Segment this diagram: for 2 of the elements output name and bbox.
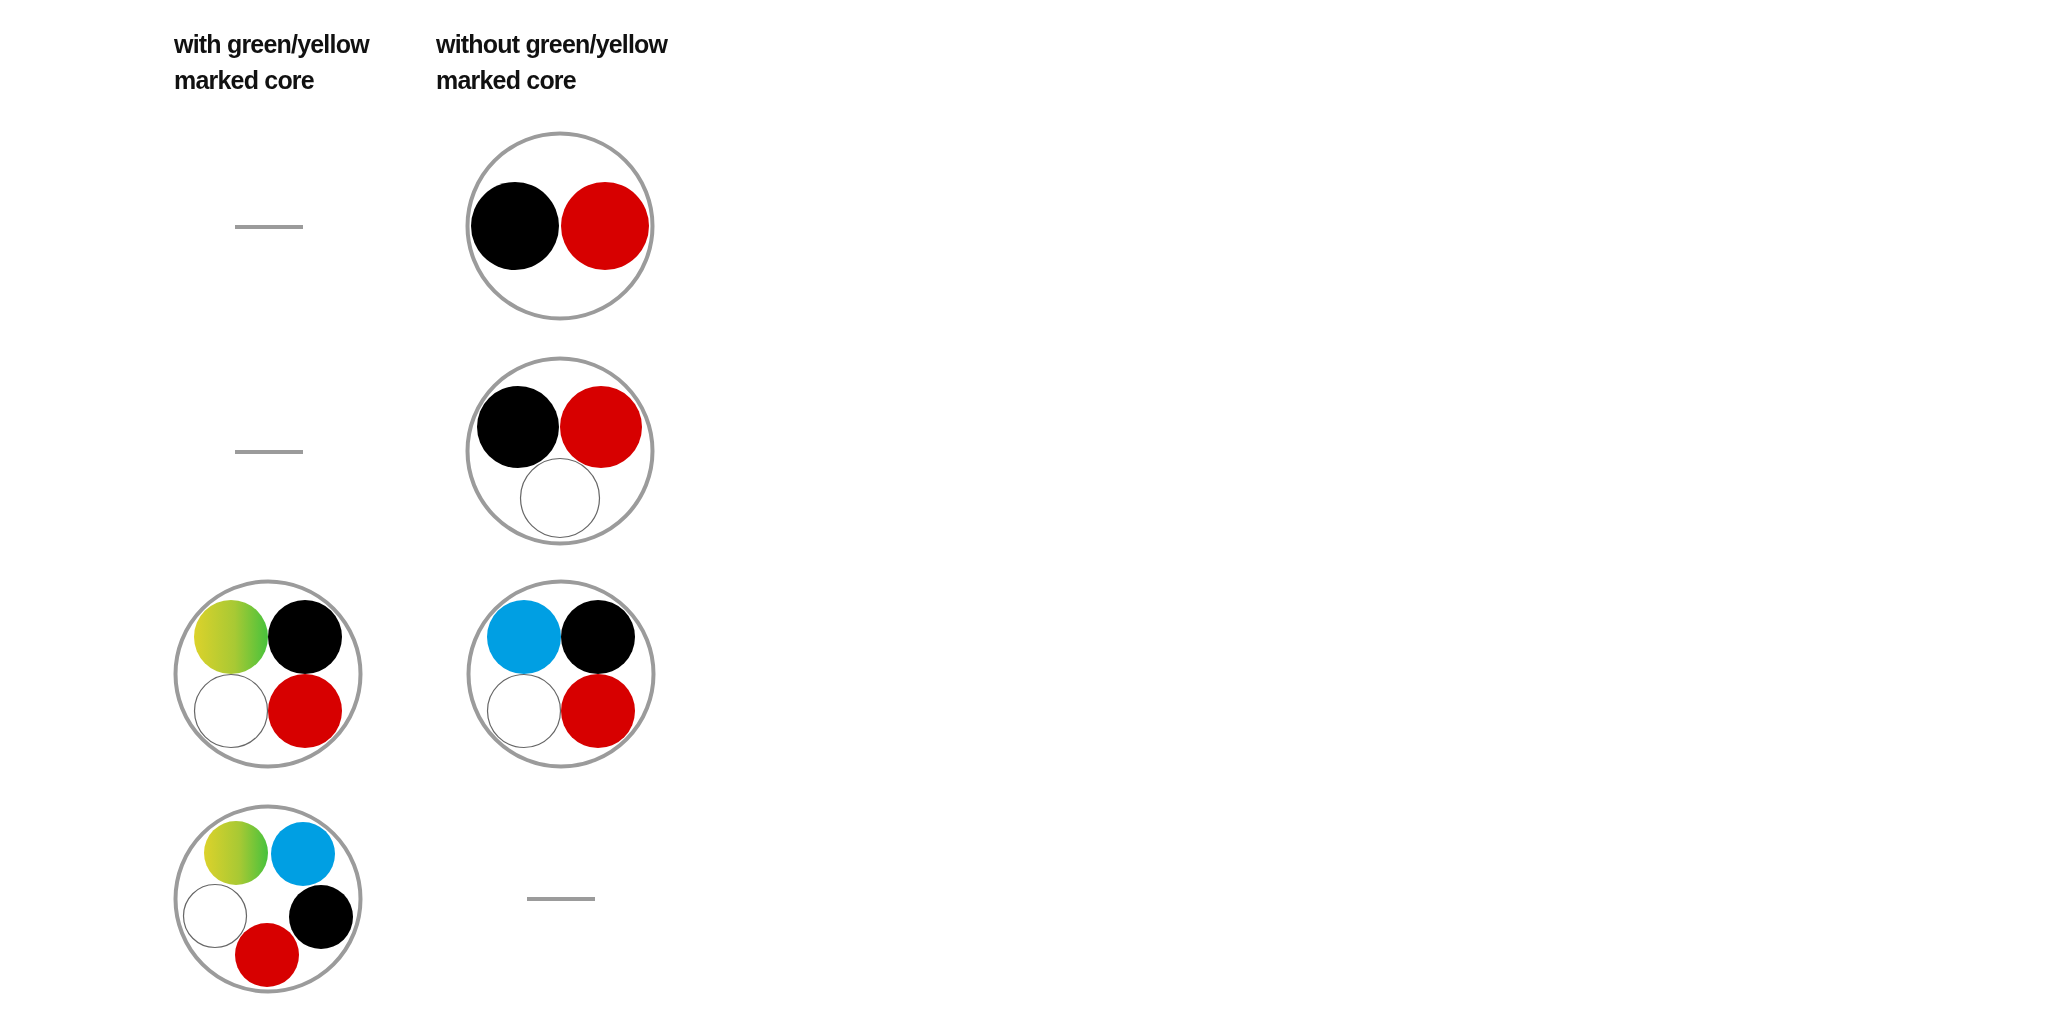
column-header: with green/yellow marked core	[174, 29, 371, 96]
column-header: without green/yellow marked core	[436, 29, 669, 96]
